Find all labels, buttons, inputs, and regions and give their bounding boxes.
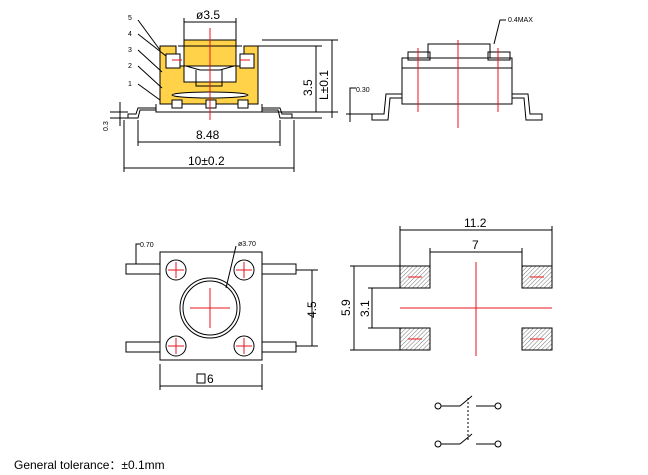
callout-3: 3 bbox=[128, 47, 132, 54]
front-view bbox=[346, 19, 543, 128]
side-dim-diameter: ø3.5 bbox=[196, 8, 220, 22]
square-symbol-icon bbox=[196, 373, 206, 384]
front-left-leg bbox=[371, 93, 402, 121]
fp-dim-inner-height: 3.1 bbox=[358, 300, 372, 317]
switch-schematic-icon bbox=[434, 395, 502, 448]
top-view bbox=[125, 243, 318, 390]
side-dim-848: 8.48 bbox=[196, 128, 220, 142]
front-dim-max: 0.4MAX bbox=[508, 17, 533, 24]
footprint-view bbox=[350, 226, 553, 356]
callout-5: 5 bbox=[128, 15, 132, 22]
side-right-leg bbox=[262, 107, 293, 119]
top-dim-pin: 0.70 bbox=[140, 242, 154, 249]
callout-1: 1 bbox=[128, 81, 132, 88]
side-view bbox=[110, 18, 338, 172]
side-dim-base: 0.3 bbox=[103, 121, 110, 131]
callout-2: 2 bbox=[128, 63, 132, 70]
fp-dim-inner: 7 bbox=[472, 238, 479, 252]
front-right-leg bbox=[512, 93, 543, 121]
general-tolerance-note: General tolerance：±0.1mm bbox=[14, 458, 165, 472]
side-dim-width: 10±0.2 bbox=[188, 154, 225, 168]
top-dim-body: 6 bbox=[207, 372, 214, 386]
callout-4: 4 bbox=[128, 31, 132, 38]
side-dim-height: 3.5 bbox=[301, 79, 315, 96]
top-dim-hole: ø3.70 bbox=[238, 241, 256, 248]
top-dim-spacing: 4.5 bbox=[305, 301, 319, 318]
fp-dim-overall: 11.2 bbox=[464, 216, 487, 230]
front-dim-thickness: 0.30 bbox=[356, 87, 370, 94]
fp-dim-height: 5.9 bbox=[339, 299, 353, 316]
side-dim-L: L±0.1 bbox=[317, 70, 331, 100]
side-left-leg bbox=[127, 107, 156, 119]
